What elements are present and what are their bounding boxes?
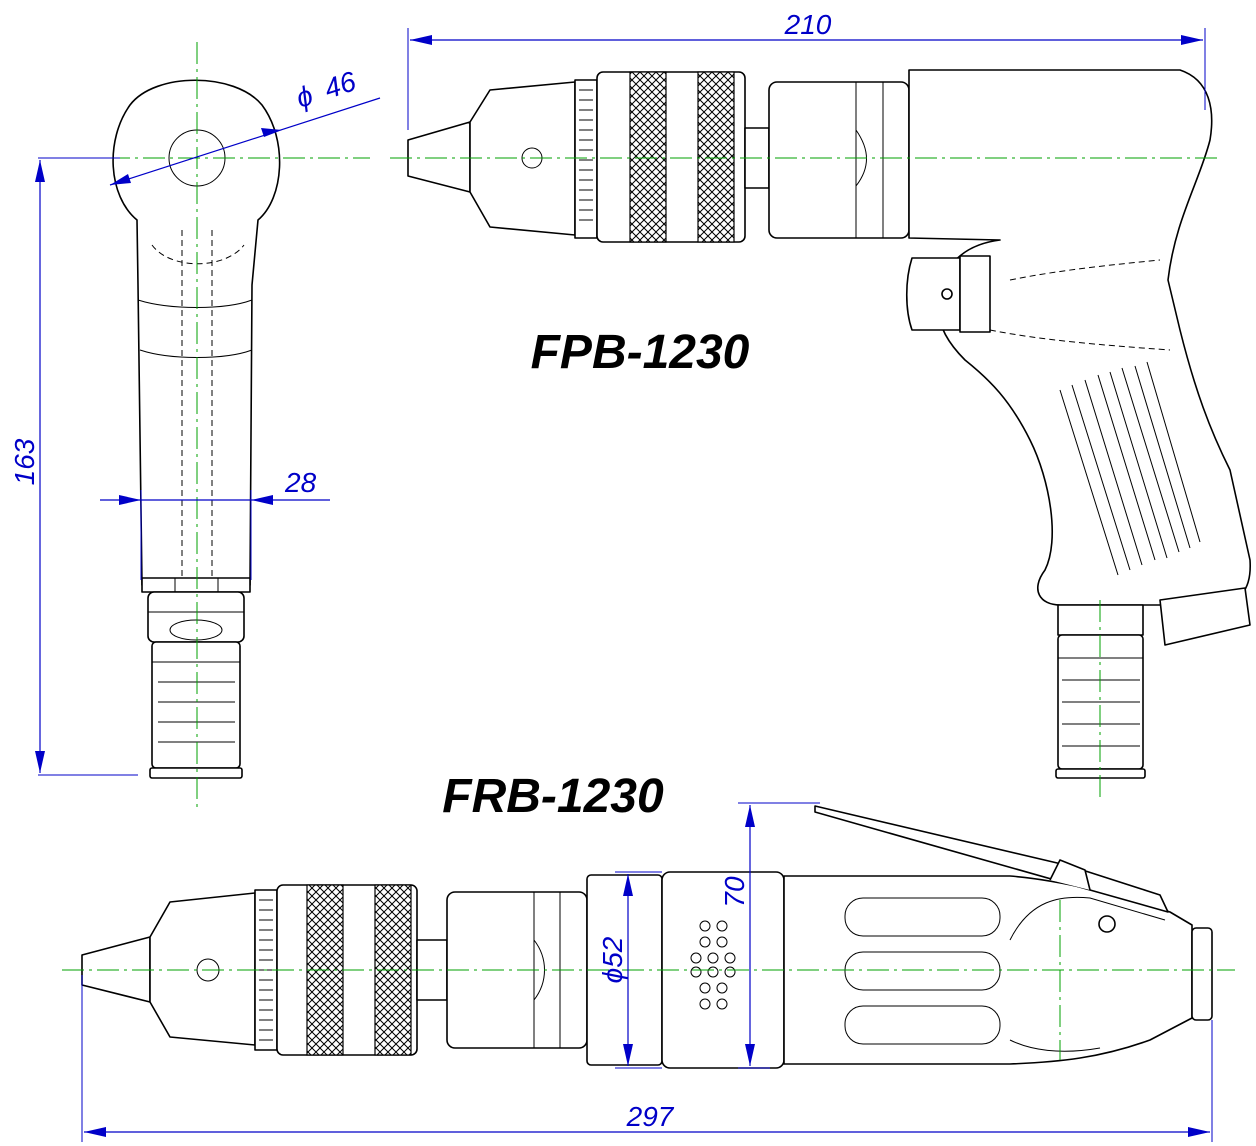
pistol-drill — [407, 69, 1251, 779]
model-label-pistol: FPB-1230 — [531, 326, 750, 379]
dim-28: 28 — [100, 467, 330, 580]
vent-holes — [690, 920, 736, 1010]
dim-163-label: 163 — [9, 438, 40, 485]
dim-210: 210 — [407, 9, 1206, 130]
dim-70: 70 — [719, 802, 820, 1069]
dim-297: 297 — [81, 975, 1213, 1142]
dim-70-label: 70 — [719, 876, 750, 908]
dim-163: 163 — [9, 157, 138, 776]
dim-52: ϕ52 — [597, 871, 662, 1069]
dim-52-label: ϕ52 — [597, 936, 628, 983]
dim-210-label: 210 — [784, 9, 832, 40]
model-label-inline: FRB-1230 — [442, 770, 664, 823]
inline-drill — [81, 805, 1213, 1069]
dim-28-label: 28 — [284, 467, 317, 498]
side-view — [112, 79, 281, 779]
dim-297-label: 297 — [626, 1101, 675, 1132]
